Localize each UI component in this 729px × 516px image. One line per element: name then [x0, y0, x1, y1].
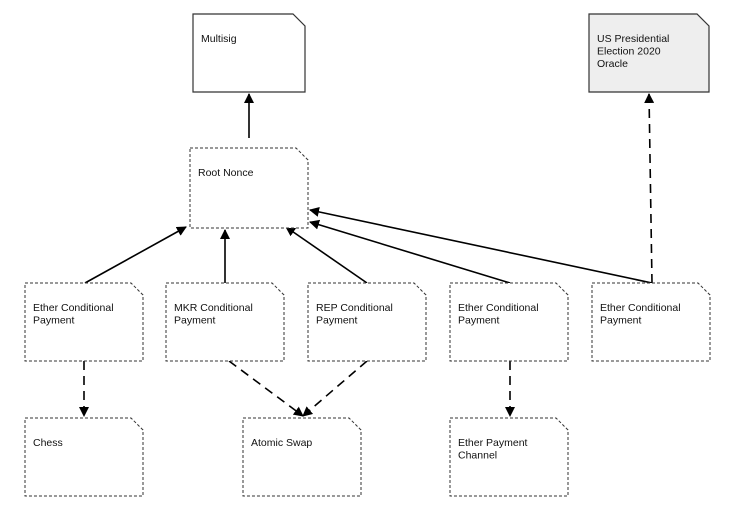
node-label: Channel: [458, 450, 497, 462]
node-box: [449, 417, 569, 497]
node-label: Election 2020: [597, 46, 661, 58]
edges-layer: [79, 93, 655, 417]
node-label: MKR Conditional: [174, 302, 253, 314]
node-label: Multisig: [201, 33, 237, 45]
node-label: Ether Conditional: [600, 302, 681, 314]
node-box: [192, 13, 306, 93]
node-label: REP Conditional: [316, 302, 393, 314]
edge-rep-cp-to-atomic-swap: [302, 360, 368, 417]
node-box: [588, 13, 710, 93]
node-label: Atomic Swap: [251, 437, 312, 449]
edge-mkr-cp-to-atomic-swap: [228, 360, 304, 417]
node-box: [24, 417, 144, 497]
edge-ether-cp-3-to-oracle: [644, 93, 655, 284]
node-label: Ether Payment: [458, 437, 528, 449]
node-label: Root Nonce: [198, 167, 254, 179]
node-label: Payment: [600, 315, 642, 327]
node-root-nonce: Root Nonce: [189, 147, 309, 229]
node-multisig: Multisig: [192, 13, 306, 93]
node-chess: Chess: [24, 417, 144, 497]
edge-ether-cp-3-to-root-nonce: [309, 206, 653, 284]
node-label: Payment: [316, 315, 358, 327]
node-box: [591, 282, 711, 362]
edge-ether-cp-1-to-root-nonce: [84, 226, 187, 284]
node-box: [189, 147, 309, 229]
node-box: [242, 417, 362, 497]
node-label: Payment: [174, 315, 216, 327]
node-label: US Presidential: [597, 33, 669, 45]
edge-rep-cp-to-root-nonce: [285, 226, 368, 284]
node-box: [449, 282, 569, 362]
node-box: [165, 282, 285, 362]
edge-ether-cp-2-to-root-nonce: [309, 219, 511, 284]
node-label: Ether Conditional: [33, 302, 114, 314]
node-label: Payment: [33, 315, 75, 327]
node-label: Payment: [458, 315, 500, 327]
node-atomic-swap: Atomic Swap: [242, 417, 362, 497]
node-label: Oracle: [597, 58, 628, 70]
node-box: [307, 282, 427, 362]
node-box: [24, 282, 144, 362]
node-label: Ether Conditional: [458, 302, 539, 314]
node-label: Chess: [33, 437, 63, 449]
